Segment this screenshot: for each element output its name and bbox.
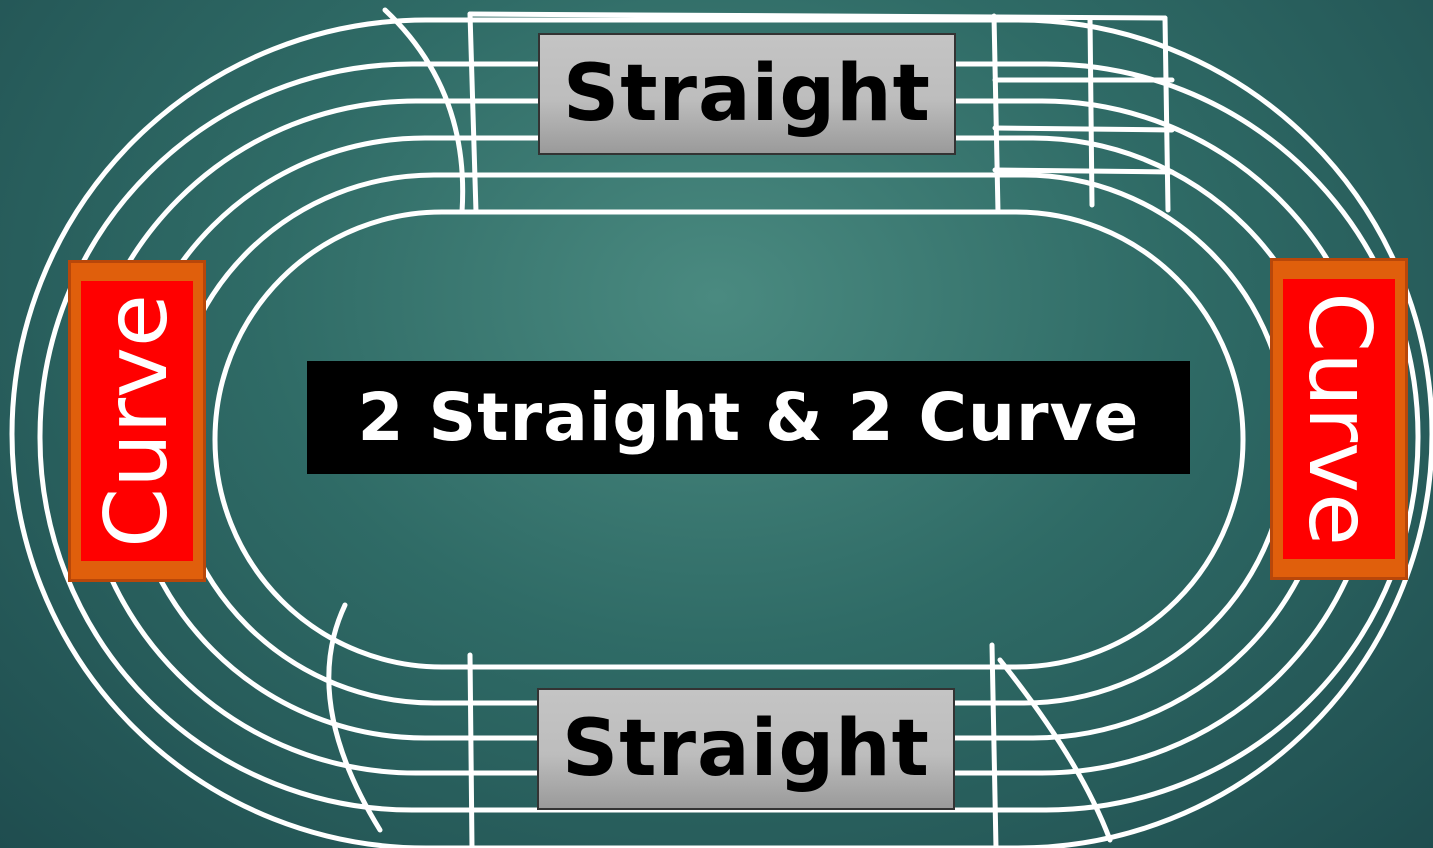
curve-label-right-text: Curve (1289, 292, 1389, 546)
track-division-line (992, 167, 1175, 175)
curve-label-right: Curve (1270, 258, 1408, 580)
track-division-line (989, 642, 999, 848)
track-division-line (1162, 15, 1171, 213)
track-division-line (991, 13, 1001, 215)
track-division-line (1087, 15, 1095, 208)
track-division-line (467, 652, 475, 848)
straight-label-top: Straight (538, 33, 956, 155)
track-lane-line (212, 209, 1246, 670)
straight-label-bottom: Straight (537, 688, 955, 810)
curve-label-left: Curve (68, 260, 206, 582)
curve-label-left-text: Curve (87, 294, 187, 548)
track-division-line (467, 11, 1168, 21)
center-summary-label: 2 Straight & 2 Curve (307, 361, 1190, 474)
track-stagger-line (382, 7, 466, 215)
track-stagger-line (326, 602, 383, 833)
track-division-line (992, 125, 1175, 133)
curve-label-right-inner (1283, 279, 1395, 559)
curve-label-left-inner (81, 281, 193, 561)
track-stagger-line (997, 657, 1113, 843)
track-lane-line (9, 17, 1433, 848)
track-division-line (467, 11, 479, 215)
